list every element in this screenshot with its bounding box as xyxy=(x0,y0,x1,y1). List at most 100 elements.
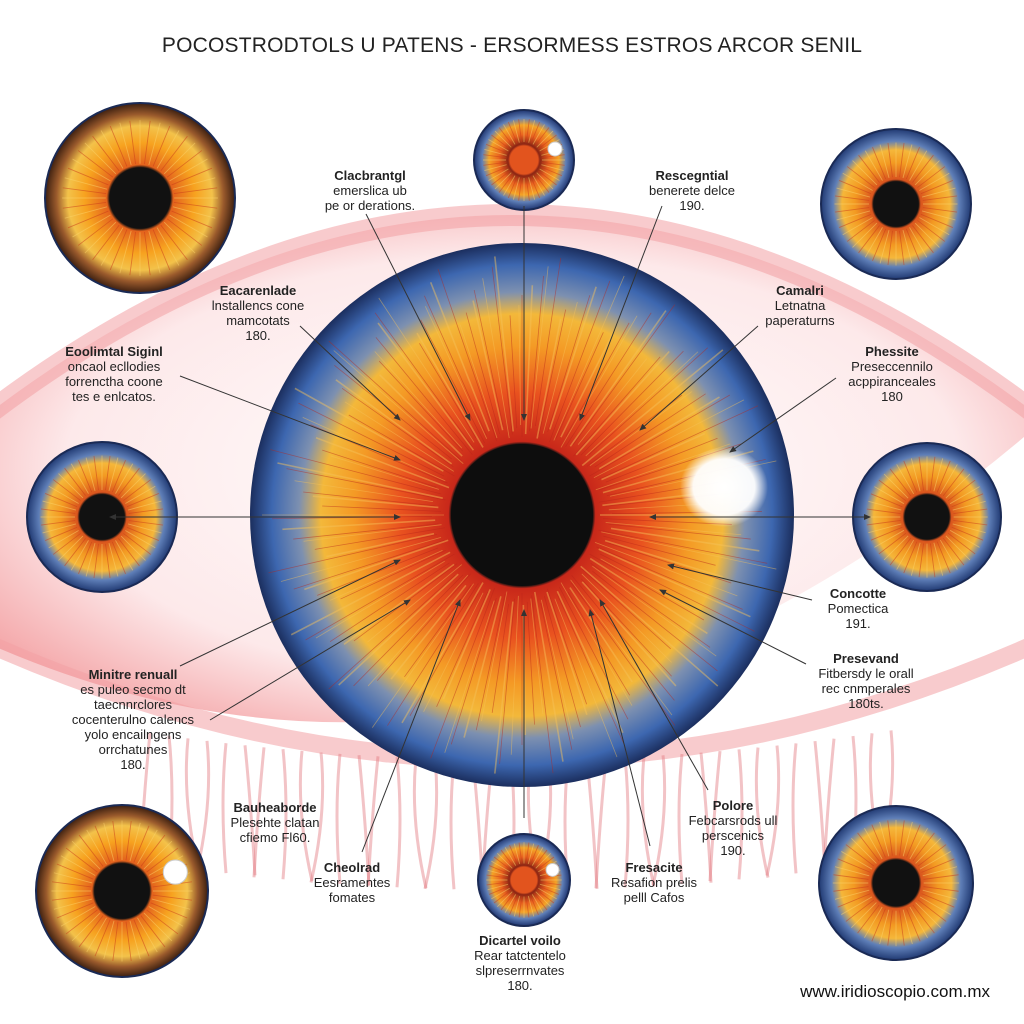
iris-fiber xyxy=(590,563,711,648)
iris-fiber xyxy=(444,600,495,753)
small-iris-fiber xyxy=(500,892,515,911)
small-iris-fiber xyxy=(903,541,918,574)
iris-fiber xyxy=(547,295,591,432)
small-iris-fiber xyxy=(133,919,150,957)
small-iris-fiber xyxy=(488,168,509,181)
small-iris-fiber xyxy=(71,912,101,942)
iris-fiber xyxy=(465,312,501,435)
label-heading: Rescegntial xyxy=(655,168,729,183)
pointer-line xyxy=(659,589,807,665)
label-line: 180. xyxy=(120,757,146,772)
iris-fiber xyxy=(268,533,438,574)
small-iris-fiber xyxy=(858,154,880,183)
small-iris-fiber xyxy=(833,886,869,892)
iris-fiber xyxy=(565,312,652,447)
iris-fiber xyxy=(592,565,717,657)
iris-fiber xyxy=(610,527,760,552)
small-iris-fiber xyxy=(915,902,941,928)
small-iris-fiber xyxy=(86,917,107,953)
iris-fiber xyxy=(419,343,477,438)
small-iris-fiber xyxy=(905,228,920,261)
small-iris-fiber xyxy=(488,885,509,895)
iris-fiber xyxy=(374,351,463,449)
small-iris-fiber xyxy=(70,463,89,494)
small-iris-fiber xyxy=(64,467,86,496)
small-iris-fiber xyxy=(493,856,512,871)
small-iris-fiber xyxy=(48,485,79,504)
small-iris-fiber xyxy=(483,161,507,166)
small-iris-fiber xyxy=(60,855,96,876)
small-iris-fiber xyxy=(541,161,565,166)
label-line: forrenctha coone xyxy=(65,374,163,389)
small-iris-fiber xyxy=(60,906,96,927)
small-iris-fiber xyxy=(48,530,79,549)
small-iris-fiber xyxy=(532,124,545,145)
small-iris-fiber xyxy=(503,175,516,196)
small-iris-fiber xyxy=(945,473,971,499)
small-iris-fiber xyxy=(491,134,510,150)
small-iris-fiber xyxy=(494,130,512,148)
small-iris-fiber xyxy=(883,473,909,499)
small-iris-fiber xyxy=(915,838,941,864)
small-iris-fiber xyxy=(538,887,557,900)
small-iris-fiber xyxy=(917,844,947,867)
iris-fiber xyxy=(560,315,638,448)
iris-fiber xyxy=(540,602,573,750)
iris-fiber xyxy=(581,349,724,467)
lash xyxy=(813,740,827,872)
iris-fiber xyxy=(560,582,633,706)
small-iris-fiber xyxy=(951,493,984,508)
iris-fiber xyxy=(598,529,768,564)
small-iris-fiber xyxy=(917,899,947,922)
small-iris-fiber xyxy=(64,538,86,567)
small-iris-fiber xyxy=(486,881,508,886)
iris-fiber xyxy=(565,322,630,437)
iris-fiber xyxy=(526,601,535,725)
small-iris-fiber xyxy=(909,906,928,938)
small-iris-fiber xyxy=(541,164,564,172)
label-line: rec cnmperales xyxy=(821,681,911,696)
small-iris-fiber xyxy=(111,541,126,574)
small-iris-fiber xyxy=(118,467,140,496)
small-iris-fiber xyxy=(143,912,173,942)
small-iris-fiber xyxy=(497,853,513,869)
iris-fiber xyxy=(367,574,469,687)
small-iris-fiber xyxy=(919,896,951,915)
small-iris-fiber xyxy=(123,533,152,555)
lash xyxy=(412,757,428,889)
small-iris-fiber xyxy=(503,124,516,145)
small-iris-fiber xyxy=(126,526,159,541)
iris-fiber xyxy=(605,522,742,536)
iris-fiber xyxy=(328,574,456,690)
iris-fiber xyxy=(376,573,471,681)
iris-fiber xyxy=(491,266,513,435)
upper-lid xyxy=(0,204,1024,419)
small-iris-fiber xyxy=(902,229,913,264)
small-iris-fiber xyxy=(534,174,550,193)
iris-fiber xyxy=(588,347,709,456)
small-iris-fiber xyxy=(833,874,869,880)
small-iris-fiber xyxy=(910,542,921,576)
small-iris-fiber xyxy=(947,532,976,555)
small-iris-fiber xyxy=(53,898,93,910)
iris-fiber xyxy=(524,285,534,435)
iris-fiber xyxy=(424,295,487,436)
label-heading: Fresacite xyxy=(625,860,683,875)
small-iris-fiber xyxy=(922,195,958,201)
pointer-line xyxy=(361,599,461,853)
small-iris-fiber xyxy=(922,889,958,900)
small-iris-fiber xyxy=(879,821,890,857)
small-iris-fiber xyxy=(78,460,93,493)
iris-fiber xyxy=(605,437,718,483)
iris-fiber xyxy=(343,563,455,645)
small-iris-fiber xyxy=(538,134,557,150)
iris-fiber xyxy=(581,568,671,650)
small-iris-fiber xyxy=(952,500,986,511)
iris-fiber xyxy=(555,332,604,439)
iris-fiber xyxy=(293,523,439,540)
